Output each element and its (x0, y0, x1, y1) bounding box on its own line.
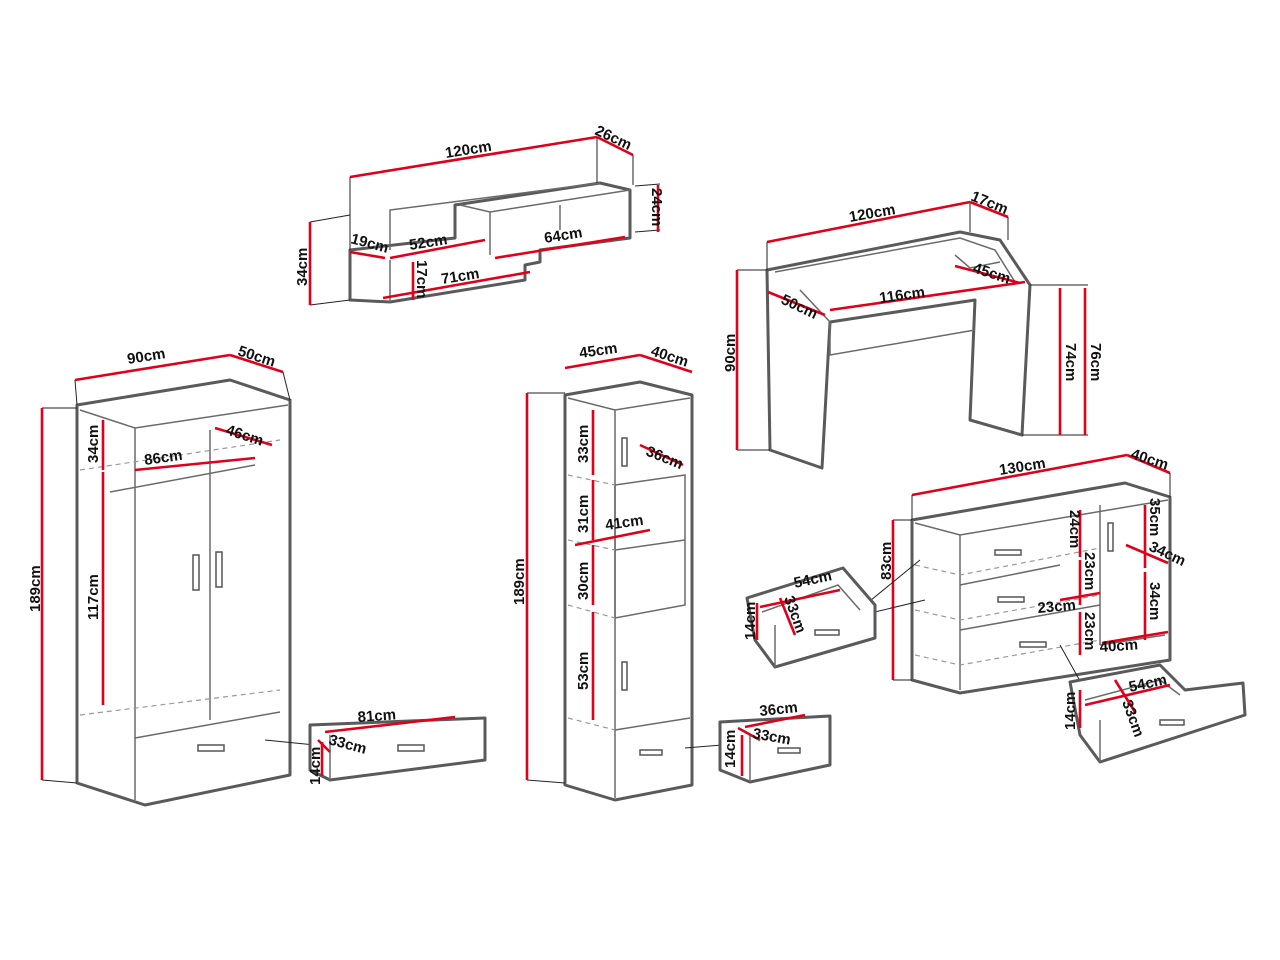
dresser-right-drawer (1068, 663, 1247, 764)
desk-total-height-label: 76cm (1087, 343, 1104, 381)
wardrobe-inner-width-label: 86cm (143, 447, 183, 469)
shelf-height-left-label: 34cm (294, 248, 311, 286)
dresser-body (910, 481, 1172, 695)
dresser-width-label: 130cm (998, 455, 1047, 479)
bookcase-drawer-depth-b-label: 33cm (751, 725, 792, 748)
door-handle-icon (192, 554, 200, 591)
drawer-handle-icon (639, 749, 663, 756)
right-drawer-height-label: 14cm (1062, 692, 1079, 730)
dresser-right-width-label: 40cm (1099, 636, 1138, 656)
dresser-drawer-1-label: 24cm (1066, 510, 1083, 548)
drawer-handle-icon (197, 744, 225, 752)
bookcase-open-1-label: 31cm (575, 495, 592, 533)
shelf-bottom-label: 71cm (440, 265, 481, 288)
bookcase-drawer-height-label: 14cm (722, 730, 739, 768)
dresser-right-top-label: 35cm (1146, 498, 1163, 536)
door-handle-icon (621, 661, 628, 691)
door-handle-icon (621, 437, 628, 467)
wardrobe-width-label: 90cm (126, 345, 167, 368)
desk-leg-height-label: 74cm (1062, 343, 1079, 381)
door-handle-icon (215, 551, 223, 588)
shelf-height-right-label: 24cm (648, 188, 665, 226)
door-handle-icon (1107, 522, 1114, 552)
left-drawer-height-label: 14cm (742, 602, 759, 640)
drawer-handle-icon (1159, 719, 1185, 726)
dresser-right-bottom-label: 34cm (1146, 582, 1163, 620)
bookcase-width-label: 45cm (578, 340, 618, 362)
bookcase-shelf-width-label: 41cm (604, 512, 644, 534)
drawer-handle-icon (777, 747, 801, 754)
drawer-handle-icon (814, 629, 840, 636)
wall-shelf: 120cm 26cm 24cm 34cm 19cm 52cm 64cm 17cm… (294, 122, 665, 306)
bookcase-body (563, 380, 694, 802)
wardrobe-top-label: 34cm (85, 425, 102, 463)
dresser-drawer-3-label: 23cm (1081, 612, 1098, 650)
desk-top-depth-label: 17cm (969, 188, 1011, 218)
dresser-drawer-inner-width-label: 23cm (1037, 597, 1077, 617)
shelf-width-label: 120cm (444, 138, 493, 162)
wardrobe-height-label: 189cm (27, 565, 44, 612)
shelf-right-label: 64cm (543, 224, 584, 247)
dresser-depth-label: 40cm (1129, 446, 1171, 474)
bookcase-drawer-depth-a-label: 36cm (759, 699, 799, 720)
shelf-top-label: 52cm (408, 231, 449, 254)
wardrobe-drawer-width-label: 81cm (357, 706, 396, 726)
wardrobe: 90cm 50cm 189cm 34cm 86cm 46cm 117cm 81c… (27, 343, 487, 807)
shelf-inner-height-label: 17cm (413, 260, 430, 298)
wardrobe-hanging-label: 117cm (85, 574, 102, 620)
drawer-handle-icon (397, 744, 425, 752)
bookcase-top-door-label: 33cm (575, 425, 592, 463)
bookcase-bottom-door-label: 53cm (575, 652, 592, 690)
bookcase-height-label: 189cm (511, 558, 528, 605)
bookcase: 45cm 40cm 189cm 33cm 36cm 31cm 41cm 30cm… (511, 340, 832, 802)
desk-inner-width-label: 116cm (878, 284, 926, 307)
wardrobe-depth-label: 50cm (236, 343, 278, 371)
drawer-handle-icon (994, 549, 1022, 556)
desk-height-label: 90cm (722, 334, 739, 372)
bookcase-depth-label: 40cm (649, 343, 691, 371)
drawer-handle-icon (1019, 641, 1047, 648)
shelf-depth-label: 26cm (592, 122, 634, 154)
dresser-left-drawer (745, 566, 877, 669)
desk: 120cm 17cm 90cm 116cm 50cm 45cm 74cm 76c… (722, 188, 1104, 470)
dresser-height-label: 83cm (878, 542, 895, 580)
wardrobe-drawer-height-label: 14cm (307, 747, 324, 785)
drawer-handle-icon (997, 596, 1025, 603)
dresser-drawer-2-label: 23cm (1081, 552, 1098, 590)
dresser: 130cm 40cm 83cm 35cm 34cm 34cm 40cm 24cm… (742, 446, 1247, 764)
bookcase-open-2-label: 30cm (575, 562, 592, 600)
